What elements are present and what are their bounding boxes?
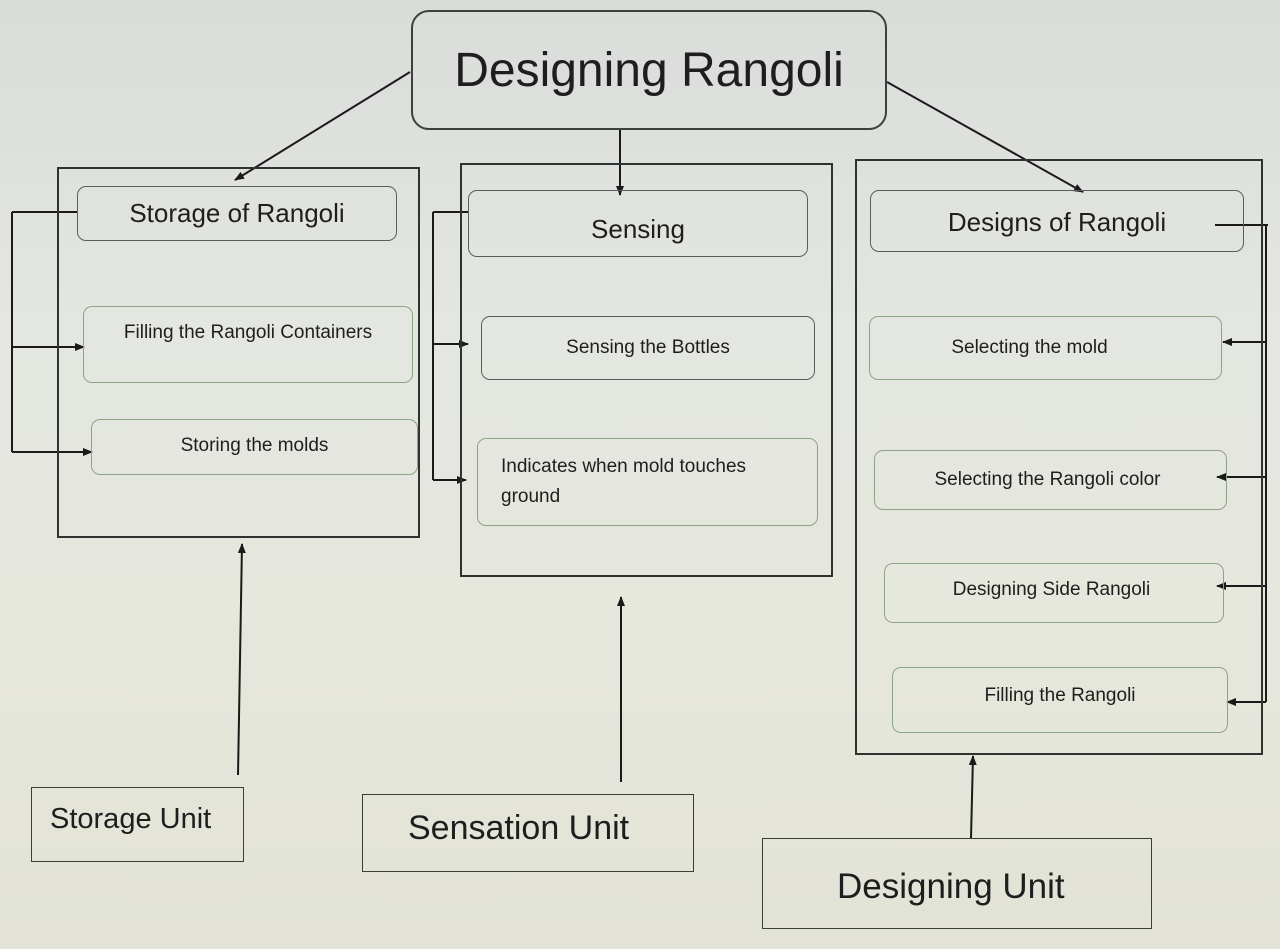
sensation-unit-box: Sensation Unit — [362, 794, 694, 872]
storage-item-storing-molds: Storing the molds — [91, 419, 418, 475]
sensing-item-bottles: Sensing the Bottles — [481, 316, 815, 380]
designing-unit-box: Designing Unit — [762, 838, 1152, 929]
sensing-heading: Sensing — [591, 214, 685, 244]
designing-unit-label: Designing Unit — [837, 866, 1065, 906]
storage-item-filling-containers: Filling the Rangoli Containers — [83, 306, 413, 383]
designs-item-selecting-mold: Selecting the mold — [869, 316, 1222, 380]
designs-heading-box: Designs of Rangoli — [870, 190, 1244, 252]
storage-panel — [57, 167, 420, 538]
storage-unit-box: Storage Unit — [31, 787, 244, 862]
storage-heading-box: Storage of Rangoli — [77, 186, 397, 241]
designs-item-selecting-color: Selecting the Rangoli color — [874, 450, 1227, 510]
sensation-unit-label: Sensation Unit — [408, 808, 630, 847]
designs-item-filling-rangoli: Filling the Rangoli — [892, 667, 1228, 733]
designs-panel — [855, 159, 1263, 755]
storage-heading: Storage of Rangoli — [129, 198, 345, 228]
diagram-title: Designing Rangoli — [454, 43, 844, 97]
storage-unit-label: Storage Unit — [50, 803, 212, 835]
sensing-panel — [460, 163, 833, 577]
sensing-heading-box: Sensing — [468, 190, 808, 257]
designs-item-side-rangoli: Designing Side Rangoli — [884, 563, 1224, 623]
sensing-item-mold-touches-ground: Indicates when mold touches ground — [477, 438, 818, 526]
designs-heading: Designs of Rangoli — [947, 206, 1167, 237]
title-box: Designing Rangoli — [411, 10, 887, 130]
